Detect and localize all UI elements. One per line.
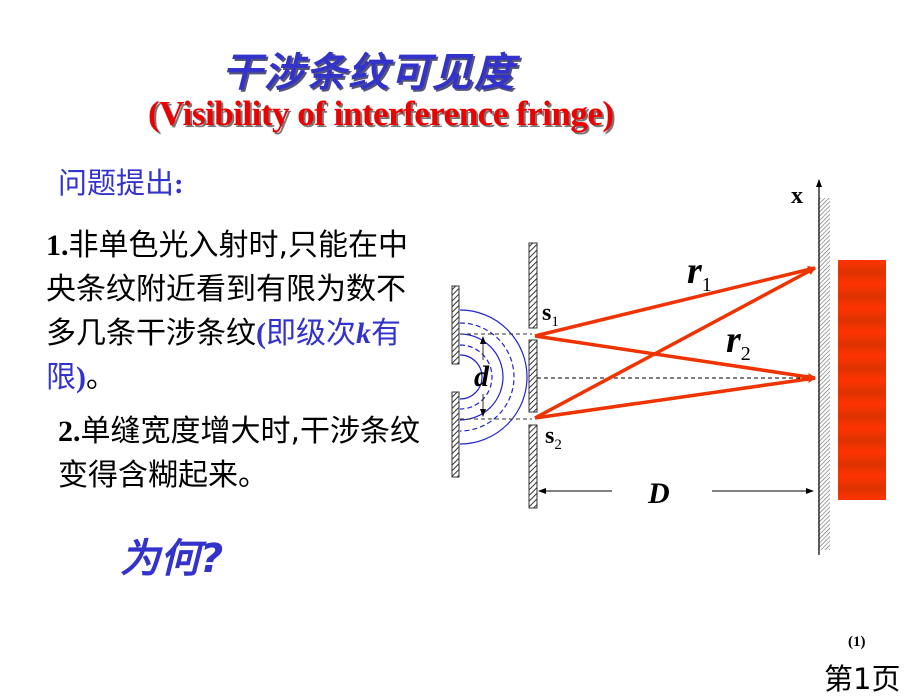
point-1: 1.非单色光入射时,只能在中央条纹附近看到有限为数不多几条干涉条纹(即级次k有限… [46, 224, 426, 400]
point-1-end: 。 [86, 360, 116, 395]
point-1-parenthetical: (即级次k有限) [46, 316, 401, 395]
slide-title-english: (Visibility of interference fringe) [148, 94, 614, 133]
question-colon: : [174, 168, 184, 200]
fringe-pattern [838, 260, 886, 500]
light-rays [534, 265, 816, 420]
paren-close: ) [76, 361, 86, 394]
why-question: 为何? [120, 536, 224, 582]
label-r1: r1 [687, 250, 712, 296]
label-s2: s2 [545, 423, 562, 453]
slide-title-chinese: 干涉条纹可见度 [222, 50, 516, 96]
paren-text-2: 有限 [46, 316, 401, 395]
point-2: 2.单缝宽度增大时,干涉条纹变得含糊起来。 [58, 410, 428, 498]
label-d: d [474, 360, 490, 393]
question-heading-text: 问题提出 [58, 166, 175, 200]
point-2-number: 2. [58, 415, 81, 448]
single-slit-screen [451, 285, 460, 478]
label-s1: s1 [542, 300, 559, 330]
label-D: D [647, 477, 670, 510]
wavefronts [459, 309, 528, 445]
paren-open: ( [256, 317, 266, 350]
question-heading: 问题提出: [58, 160, 184, 202]
variable-k: k [356, 317, 371, 350]
label-r2: r2 [726, 319, 751, 365]
label-x-axis: x [791, 183, 803, 209]
paren-text: 即级次 [266, 316, 356, 351]
footnote-marker: (1) [848, 634, 866, 650]
double-slit-screen [528, 242, 538, 509]
observation-screen [818, 198, 830, 550]
point-1-text: 非单色光入射时,只能在中央条纹附近看到有限为数不多几条干涉条纹 [46, 228, 409, 351]
point-1-number: 1. [46, 229, 69, 262]
point-2-text: 单缝宽度增大时,干涉条纹变得含糊起来。 [58, 414, 421, 493]
d-guide-lines [460, 333, 532, 420]
